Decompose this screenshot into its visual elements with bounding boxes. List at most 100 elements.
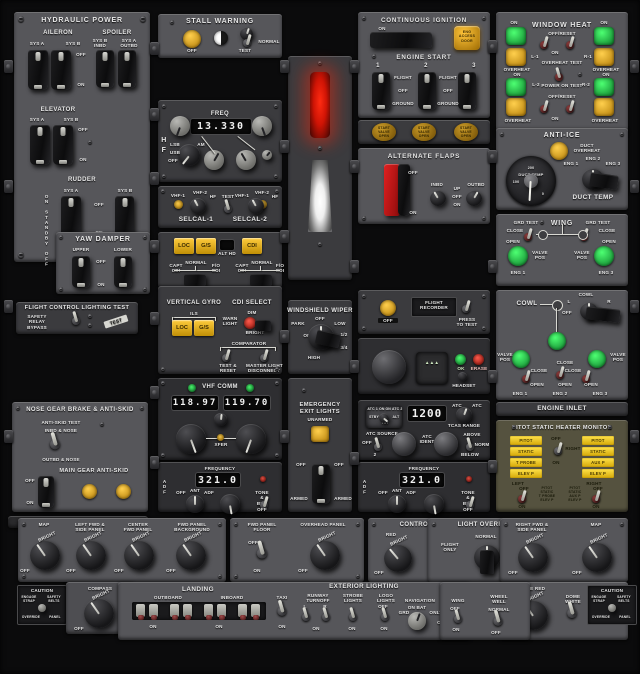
cowl-valve-pos-light-eng2[interactable] — [548, 332, 566, 350]
pitot-left-selector[interactable] — [518, 489, 527, 506]
white-warning-annunciator[interactable] — [308, 160, 332, 232]
nav-left-source-lever[interactable] — [184, 274, 206, 286]
pitot-right-row-3[interactable]: ELEV P — [582, 469, 614, 478]
window-heat-r1-switch[interactable] — [566, 35, 575, 52]
vhf-comm-center-knob[interactable] — [214, 413, 227, 426]
wing-valve-switch-left[interactable] — [524, 227, 533, 244]
fc-light-test-switch[interactable] — [71, 310, 80, 328]
vhf-comm-tune-knob-2[interactable] — [236, 424, 266, 454]
vhf-comm-light-1[interactable] — [188, 384, 196, 392]
window-heat-r2-on-light[interactable] — [594, 78, 614, 96]
pitot-center-switch[interactable] — [554, 441, 563, 458]
caution-left-knob[interactable] — [38, 604, 46, 612]
adf-right-tone-switch[interactable] — [466, 495, 475, 512]
light-knob-center-fwd[interactable] — [124, 540, 154, 570]
emergency-exit-arm-lever[interactable] — [312, 464, 330, 504]
cdi-dim-bright-lever[interactable] — [255, 320, 271, 331]
cvr-speaker-knob[interactable] — [372, 350, 406, 384]
runway-turnoff-switch-l[interactable] — [301, 606, 310, 624]
landing-switch-5[interactable] — [204, 604, 213, 620]
alternate-flaps-inbd-switch[interactable] — [430, 190, 446, 206]
continuous-ignition-lever[interactable] — [370, 32, 432, 48]
elevator-sys-a-lever[interactable] — [30, 125, 50, 165]
cowl-selector-handle[interactable] — [585, 306, 621, 323]
logo-switch[interactable] — [380, 606, 389, 624]
ext-wing-switch[interactable] — [453, 608, 462, 626]
pitot-right-row-1[interactable]: STATIC — [582, 447, 614, 456]
strobe-switch[interactable] — [348, 606, 357, 624]
compass-light-knob[interactable] — [84, 598, 114, 628]
pitot-left-row-3[interactable]: ELEV P — [510, 469, 542, 478]
cvr-ok-light[interactable] — [455, 354, 466, 365]
window-heat-l1-on-light[interactable] — [506, 27, 526, 45]
anti-skid-test-switch[interactable] — [49, 431, 60, 453]
vhf-comm-light-2[interactable] — [246, 384, 254, 392]
landing-switch-8[interactable] — [251, 604, 260, 620]
window-heat-r2-overheat-light[interactable] — [594, 98, 614, 116]
spoiler-sys-a-lever[interactable] — [118, 50, 136, 88]
landing-switch-1[interactable] — [136, 604, 145, 620]
adf-right-tune-knob[interactable] — [424, 494, 444, 515]
selcal-1-light[interactable] — [174, 200, 183, 209]
pitot-left-row-2[interactable]: T PROBE — [510, 458, 542, 467]
adf-right-mode-knob[interactable] — [388, 495, 406, 513]
window-heat-r1-overheat-light[interactable] — [594, 48, 614, 66]
pitot-left-row-1[interactable]: STATIC — [510, 447, 542, 456]
alternate-flaps-master-lever[interactable] — [384, 164, 400, 216]
nav-loc-button[interactable]: LOC — [174, 238, 194, 254]
adf-left-tone-switch[interactable] — [260, 495, 269, 512]
atc-mode-knob[interactable] — [379, 413, 389, 423]
dome-white-switch[interactable] — [567, 601, 577, 621]
engine-start-lever-3[interactable] — [458, 72, 476, 110]
alternate-flaps-outbd-switch[interactable] — [466, 190, 482, 206]
nav-right-source-lever[interactable] — [250, 274, 272, 286]
hf-freq-knob-right[interactable] — [252, 116, 272, 136]
flight-recorder-off-light[interactable] — [380, 300, 396, 316]
window-heat-l1-switch[interactable] — [540, 35, 549, 52]
window-heat-l2-switch[interactable] — [540, 99, 549, 116]
spoiler-sys-b-lever[interactable] — [96, 50, 114, 88]
comparator-test-reset-switch[interactable] — [222, 348, 231, 365]
light-knob-left-fwd-side[interactable] — [76, 540, 106, 570]
runway-turnoff-switch-r[interactable] — [321, 606, 330, 624]
adf-left-mode-knob[interactable] — [186, 495, 204, 513]
aileron-sys-a-lever[interactable] — [28, 50, 48, 90]
cowl-valve-switch-eng2[interactable] — [556, 365, 565, 382]
engine-start-lever-1[interactable] — [372, 72, 390, 110]
cowl-valve-pos-light-eng1[interactable] — [512, 350, 530, 368]
main-gear-anti-skid-lever[interactable] — [38, 476, 54, 508]
vertical-gyro-gs-button[interactable]: G/S — [194, 320, 214, 336]
taxi-switch[interactable] — [277, 599, 287, 619]
right-map-light-knob[interactable] — [582, 542, 612, 572]
vertical-gyro-loc-button[interactable]: LOC — [172, 320, 192, 336]
stall-warning-light[interactable] — [183, 30, 201, 48]
start-valve-open-2[interactable]: START VALVE OPEN — [412, 123, 436, 141]
window-heat-l1-overheat-light[interactable] — [506, 48, 526, 66]
master-light-disconnect-switch[interactable] — [260, 348, 269, 365]
window-heat-r2-switch[interactable] — [566, 99, 575, 116]
yaw-damper-lower-lever[interactable] — [114, 256, 132, 288]
window-heat-l2-overheat-light[interactable] — [506, 98, 526, 116]
window-heat-r1-on-light[interactable] — [594, 27, 614, 45]
yaw-damper-upper-lever[interactable] — [72, 256, 90, 288]
cvr-headset-jack[interactable] — [458, 372, 467, 381]
pitot-right-row-0[interactable]: PITOT — [582, 436, 614, 445]
navigation-selector[interactable] — [408, 612, 426, 630]
light-override-handle[interactable] — [480, 550, 494, 574]
landing-switch-6[interactable] — [217, 604, 226, 620]
tcas-updown-switch[interactable] — [465, 436, 474, 454]
atc-mode-dial[interactable]: ATC 1 ON ON ATC 2 STBY ALT TST — [366, 406, 402, 428]
flight-recorder-test-switch[interactable] — [462, 299, 471, 316]
nav-cdi-button[interactable]: CDI — [242, 238, 262, 254]
cowl-valve-pos-light-eng3[interactable] — [588, 350, 606, 368]
light-knob-map-left[interactable] — [30, 540, 60, 570]
stall-warning-test-switch[interactable] — [243, 33, 252, 50]
landing-switch-4[interactable] — [183, 604, 192, 620]
fwd-floor-switch[interactable] — [256, 540, 268, 563]
landing-switch-3[interactable] — [170, 604, 179, 620]
engine-access-door-warning[interactable]: ENG ACCESS DOOR — [454, 26, 480, 50]
wing-valve-pos-light-eng1[interactable] — [508, 246, 528, 266]
landing-switch-2[interactable] — [149, 604, 158, 620]
start-valve-open-3[interactable]: START VALVE OPEN — [454, 123, 478, 141]
hf-volume-knob[interactable] — [262, 150, 272, 160]
